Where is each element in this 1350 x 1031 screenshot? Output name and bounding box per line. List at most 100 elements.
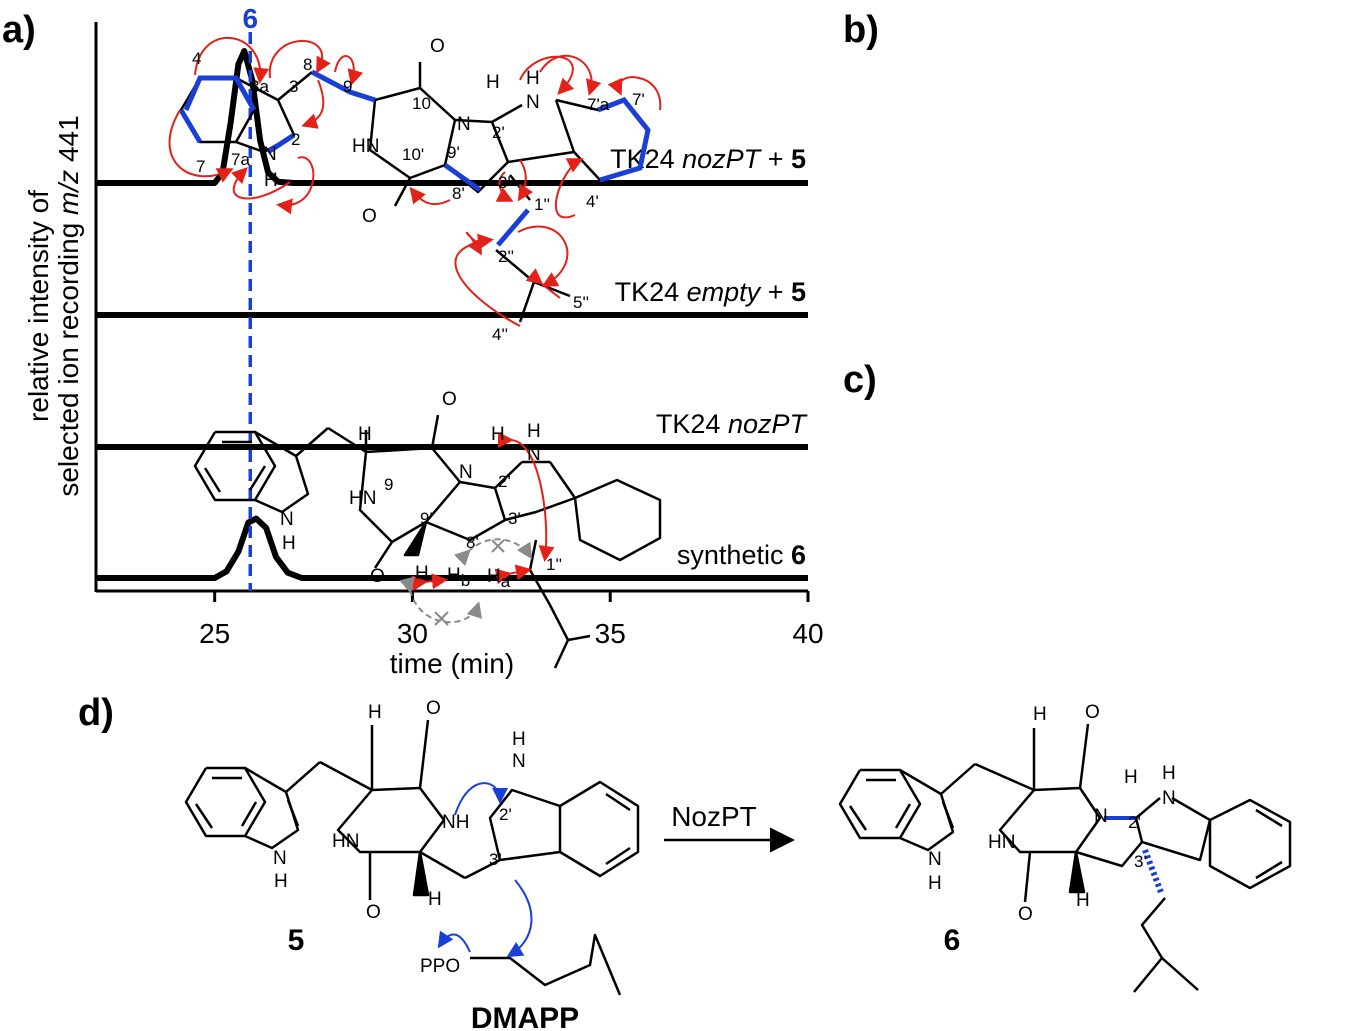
y-axis-title-line1: relative intensity of (23, 190, 54, 422)
c-atom-label-9: 9' (420, 509, 433, 528)
hmbc-arrow-4 (230, 167, 291, 200)
c-bond-3-8 (295, 427, 329, 457)
trace-label-2: TK24 empty + 5 (615, 277, 806, 307)
noe-arrow-ha (494, 564, 532, 585)
panel-d-product-6 (838, 723, 1292, 993)
panel-c-absent-noe (399, 538, 533, 626)
d-atom-label-6: O (366, 902, 381, 923)
d-atom-label-20: 3' (1134, 852, 1147, 871)
d6-indole-pyrrole (899, 768, 955, 852)
d-atom-label-18: N (1162, 788, 1176, 809)
cosy-1pp-2pp (496, 208, 530, 247)
cosy-9p-8p (443, 162, 482, 193)
d6-indoline-benzene (1208, 798, 1292, 890)
c-pyrrolidine (425, 480, 507, 542)
d-atom-label-13: H (1033, 704, 1047, 725)
hmbc-arrow-16 (465, 231, 482, 256)
d-atom-label-1: O (426, 698, 441, 719)
b-atom-label-25: H (526, 68, 540, 89)
b-atom-label-27: N (263, 144, 277, 165)
d-atom-label-25: H (1076, 890, 1090, 911)
d-atom-label-2: NH (442, 812, 469, 833)
d5-right-benzene (559, 780, 640, 878)
noe-arrow-h2p-h1pp (497, 431, 555, 562)
d-atom-label-21: HN (988, 832, 1015, 853)
b-atom-label-28: H (264, 170, 278, 191)
d5-bond-9p-8p (419, 850, 466, 880)
d6-wedge (1068, 850, 1086, 894)
c-atom-label-10: 8' (466, 533, 479, 552)
panel-b-cosy-bonds (178, 69, 651, 247)
d5-bond-8-9 (319, 760, 373, 792)
panel-b-hmbc-arrows (168, 37, 662, 327)
panel-a-label: a) (2, 9, 36, 51)
d-atom-label-22: N (928, 849, 942, 870)
d-atom-label-19: 2' (1128, 813, 1141, 832)
enzyme-label: NozPT (671, 801, 757, 832)
d-atom-label-9: H (512, 729, 526, 750)
d5-indole-pyrrole (244, 766, 300, 850)
c-prenyl-methyl (553, 639, 570, 669)
trace-label-1: TK24 nozPT + 5 (610, 144, 806, 174)
b-atom-label-29: HN (352, 136, 379, 157)
carbonyl-10p (393, 177, 412, 207)
b-atom-label-15: 7'a (587, 95, 610, 114)
c-carbonyl-10 (430, 414, 440, 449)
b-atom-label-12: 2' (492, 123, 505, 142)
c-atom-label-5: H (527, 421, 541, 442)
hmbc-arrow-8 (409, 186, 451, 206)
mech-arrow-opp (437, 930, 471, 953)
hmbc-arrow-15 (517, 225, 569, 287)
trace-line-4 (96, 515, 808, 581)
d-atom-label-17: H (1162, 763, 1176, 784)
d5-dmapp-chain (470, 933, 622, 996)
c-atom-label-2: 9 (384, 475, 393, 494)
x-tick-label-25: 25 (199, 618, 230, 649)
b-atom-label-3: 8 (303, 55, 312, 74)
cosy-left-aromatic-2 (178, 108, 203, 144)
c-atom-label-7: 2' (498, 472, 511, 491)
d6-bond-8-9 (974, 762, 1035, 792)
panel-d-label: d) (78, 692, 114, 734)
cosy-8-9 (310, 69, 376, 103)
d-atom-label-8: N (512, 751, 526, 772)
c-atom-label-0: H (358, 424, 372, 445)
d5-bond-3-8 (285, 761, 321, 793)
c-atom-label-11: HN (349, 488, 376, 509)
hmbc-arrow-3 (168, 109, 234, 183)
c-wedge-9p (403, 520, 428, 557)
hmbc-arrow-11 (607, 76, 662, 111)
d5-carbonyl-10 (418, 719, 430, 789)
bond-2p-n (491, 103, 523, 124)
b-atom-label-26: N (526, 92, 540, 113)
d6-carbonyl-10p (1023, 851, 1032, 903)
d6-bond-2p-n (1135, 797, 1161, 819)
d6-prenyl-chain (1140, 897, 1199, 991)
c-atom-label-12: N (280, 509, 294, 530)
c-bond-8-9 (327, 426, 367, 454)
d-atom-label-16: H (1124, 767, 1138, 788)
x-tick-label-35: 35 (595, 618, 626, 649)
d-atom-label-5: H (274, 871, 288, 892)
cross-mark-1b (434, 611, 449, 626)
x-tick-label-40: 40 (792, 618, 823, 649)
x-axis-title: time (min) (390, 648, 514, 679)
mech-arrow-3p (506, 879, 533, 958)
b-atom-label-21: O (430, 36, 445, 57)
d-atom-label-15: N (1094, 806, 1108, 827)
d6-prenyl-methyl (1133, 957, 1163, 993)
b-atom-label-6: 2 (291, 130, 300, 149)
b-atom-label-16: 7' (632, 90, 645, 109)
label-hb: Hb (447, 565, 470, 590)
panel-d-new-bonds (1104, 816, 1165, 897)
cosy-left-aromatic (183, 75, 257, 112)
b-atom-label-24: H (486, 72, 500, 93)
hmbc-arrow-18 (525, 268, 561, 299)
d5-right-indole (488, 788, 562, 862)
cosy-nh-h2 (266, 132, 296, 155)
absent-noe-arrow-2 (453, 538, 533, 567)
